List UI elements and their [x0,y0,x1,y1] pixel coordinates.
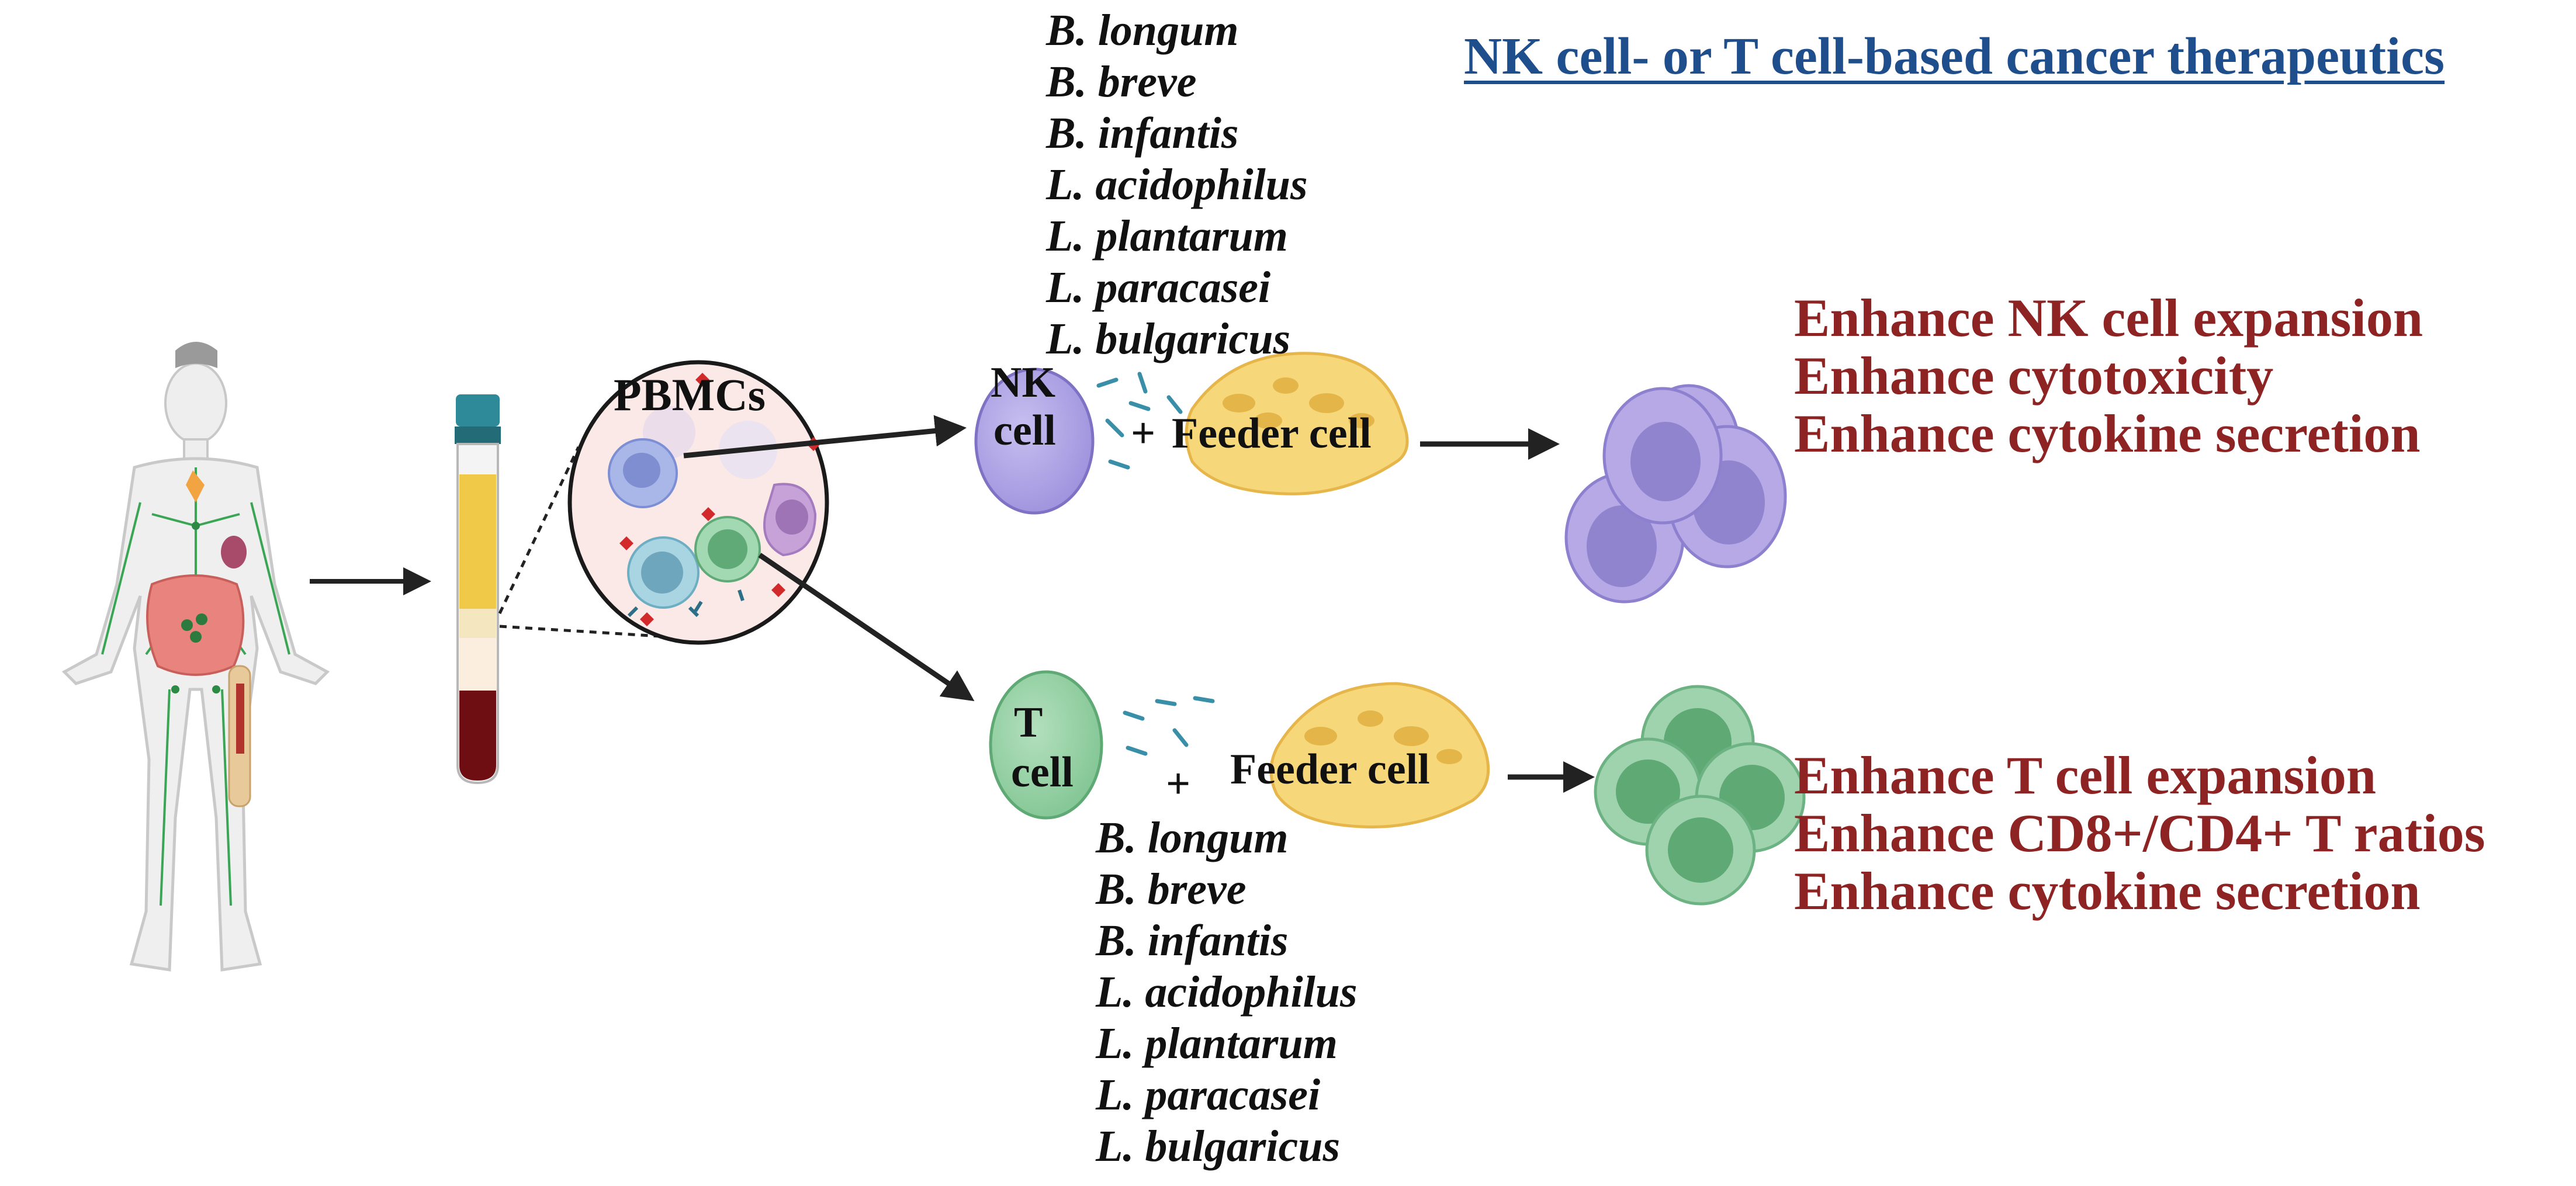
human-body-icon [61,342,330,972]
nk-cell-icon [974,367,1095,515]
feeder-cell-icon [1269,682,1490,828]
species-item: L. paracasei [1046,263,1271,312]
effect-item: Enhance cytokine secretion [1794,861,2421,921]
species-item: B. breve [1096,865,1247,914]
t-plus-sign: + [1166,760,1191,808]
species-item: L. paracasei [1096,1070,1321,1119]
blood-tube-icon [455,394,501,785]
nk-effects-list: Enhance NK cell expansion Enhance cytoto… [1794,289,2423,463]
species-item: B. breve [1046,57,1197,106]
effect-item: Enhance T cell expansion [1794,745,2377,805]
t-effects-list: Enhance T cell expansion Enhance CD8+/CD… [1794,747,2485,920]
t-species-list: B. longum B. breve B. infantis L. acidop… [1096,812,1358,1172]
nk-plus-sign: + [1131,410,1156,457]
nk-cell-label-line1: NK [991,359,1055,407]
species-item: L. bulgaricus [1046,314,1291,363]
species-item: L. bulgaricus [1096,1122,1341,1171]
pbmc-label: PBMCs [614,369,766,420]
species-item: B. infantis [1096,916,1289,965]
t-feeder-cell-label: Feeder cell [1230,745,1430,793]
zoom-line-top [498,446,580,615]
feeder-cell-icon [1185,352,1409,495]
pbmc-circle [567,360,829,645]
t-cell-label-line2: cell [1011,748,1074,796]
arrow-pbmc-to-t [758,553,975,702]
nk-feeder-cell-label: Feeder cell [1172,410,1372,457]
bacteria-icon [1096,372,1183,470]
species-item: B. longum [1096,813,1289,862]
effect-item: Enhance cytotoxicity [1794,346,2274,405]
species-item: B. infantis [1046,109,1239,158]
t-cell-cluster-icon [1594,685,1806,906]
species-item: L. acidophilus [1096,967,1358,1017]
arrow-pbmc-to-nk [683,415,967,459]
effect-item: Enhance CD8+/CD4+ T ratios [1794,803,2485,863]
effect-item: Enhance cytokine secretion [1794,404,2421,463]
bacteria-icon [1123,696,1215,756]
zoom-line-bottom [499,625,670,639]
nk-cell-label-line2: cell [993,407,1056,455]
species-item: B. longum [1046,6,1239,55]
effect-item: Enhance NK cell expansion [1794,288,2423,348]
nk-species-list: B. longum B. breve B. infantis L. acidop… [1046,5,1308,365]
species-item: L. plantarum [1046,211,1288,261]
diagram-title: NK cell- or T cell-based cancer therapeu… [1464,27,2445,85]
species-item: L. plantarum [1096,1019,1338,1068]
t-cell-icon [989,670,1103,820]
species-item: L. acidophilus [1046,160,1308,209]
nk-cell-cluster-icon [1564,384,1787,604]
t-cell-label-line1: T [1014,699,1043,747]
